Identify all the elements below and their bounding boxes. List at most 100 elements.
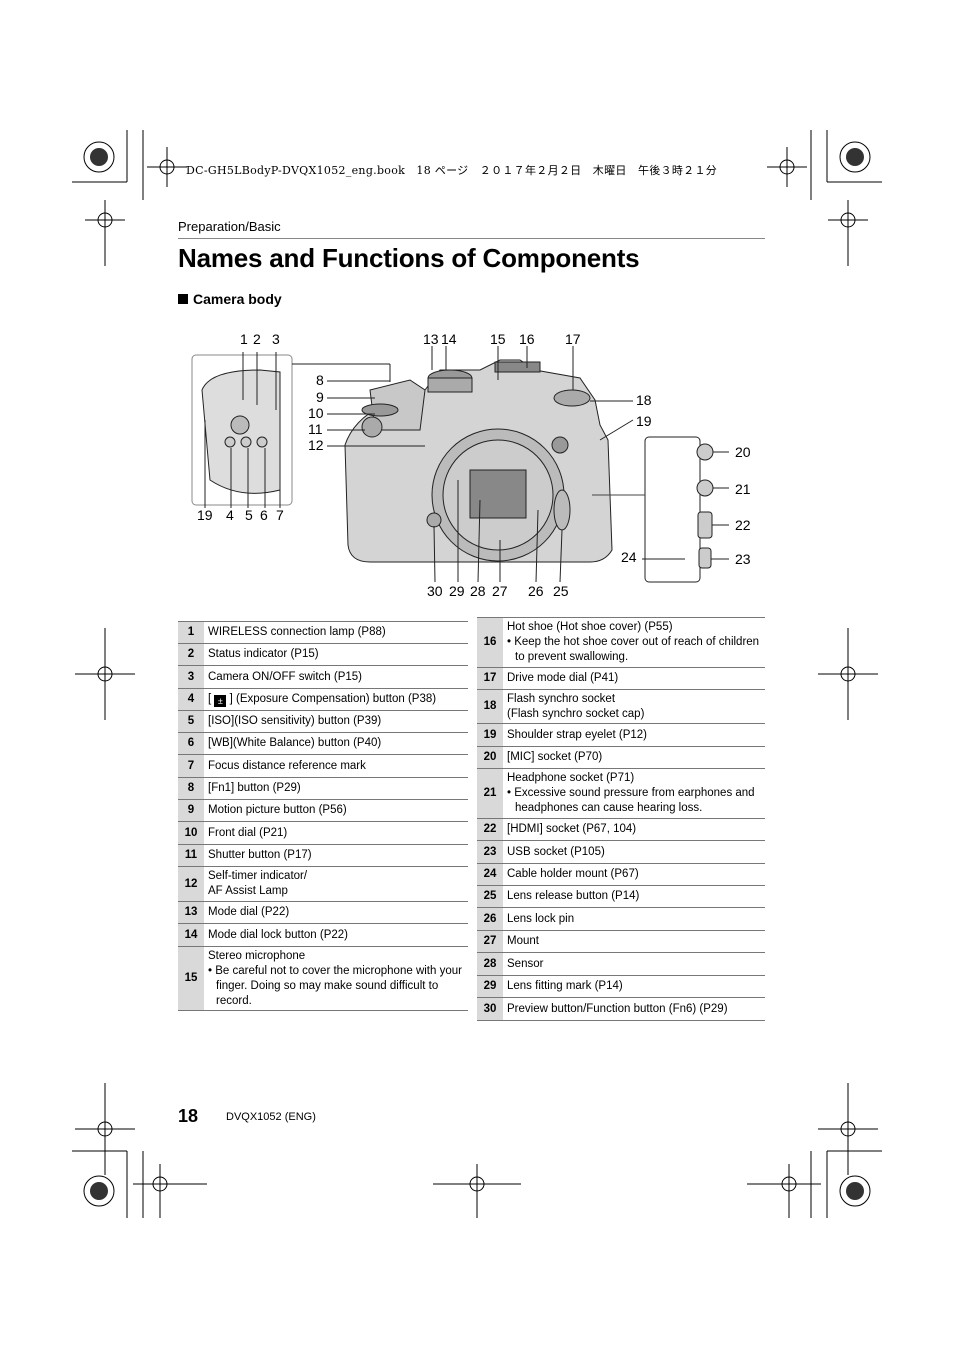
row-description: Cable holder mount (P67) (503, 863, 765, 886)
page-number: 18 (178, 1106, 199, 1126)
table-row: 20[MIC] socket (P70) (477, 746, 765, 769)
row-description: Motion picture button (P56) (204, 799, 468, 822)
row-number: 2 (178, 643, 204, 666)
row-number: 10 (178, 821, 204, 845)
callout-18: 18 (636, 392, 652, 408)
row-description: Shoulder strap eyelet (P12) (503, 723, 765, 747)
row-description: WIRELESS connection lamp (P88) (204, 621, 468, 644)
row-number: 13 (178, 901, 204, 924)
page-title: Names and Functions of Components (178, 243, 640, 273)
section-divider (178, 238, 765, 239)
callout-25: 25 (553, 583, 569, 599)
row-description: [Fn1] button (P29) (204, 777, 468, 800)
row-number: 26 (477, 907, 503, 931)
bracket-open: [ (208, 693, 212, 705)
callout-5: 5 (245, 507, 253, 523)
table-row: 16 Hot shoe (Hot shoe cover) (P55) • Keep … (477, 617, 765, 668)
table-row: 22[HDMI] socket (P67, 104) (477, 818, 765, 841)
row-number: 18 (477, 689, 503, 724)
callout-30: 30 (427, 583, 443, 599)
row-number: 11 (178, 844, 204, 867)
row-number: 6 (178, 732, 204, 755)
row-number: 29 (477, 975, 503, 998)
row-note: • Be careful not to cover the microphone… (208, 964, 462, 1007)
callout-11: 11 (308, 421, 323, 437)
callout-27: 27 (492, 583, 508, 599)
row-number: 27 (477, 930, 503, 953)
row-description: Preview button/Function button (Fn6) (P2… (503, 997, 765, 1021)
row-number: 28 (477, 952, 503, 976)
callout-2: 2 (253, 331, 261, 347)
row-number: 19 (477, 723, 503, 747)
row-number: 5 (178, 710, 204, 733)
table-row: 8[Fn1] button (P29) (178, 777, 468, 800)
row-number: 25 (477, 885, 503, 908)
callout-14: 14 (441, 331, 457, 347)
callout-24: 24 (621, 549, 637, 565)
row-number: 22 (477, 818, 503, 841)
row-note: • Excessive sound pressure from earphone… (507, 787, 755, 814)
row-number: 4 (178, 688, 204, 711)
callout-19-right: 19 (636, 413, 652, 429)
table-row: 21 Headphone socket (P71) • Excessive soun… (477, 768, 765, 819)
callout-3: 3 (272, 331, 280, 347)
callout-23: 23 (735, 551, 751, 567)
row-number: 17 (477, 667, 503, 690)
row-description: Shutter button (P17) (204, 844, 468, 867)
row-description-line2: AF Assist Lamp (208, 885, 288, 897)
row-number: 16 (477, 617, 503, 668)
row-description: Lens lock pin (503, 907, 765, 931)
row-note: • Keep the hot shoe cover out of reach o… (507, 636, 760, 663)
row-description: Sensor (503, 952, 765, 976)
callout-19-left: 19 (197, 507, 213, 523)
row-number: 15 (178, 946, 204, 1011)
callout-1: 1 (240, 331, 248, 347)
row-description: Headphone socket (P71) (507, 772, 635, 784)
parts-table-right: 16 Hot shoe (Hot shoe cover) (P55) • Keep … (477, 617, 765, 1021)
callout-28: 28 (470, 583, 486, 599)
camera-body-diagram (191, 346, 729, 583)
row-number: 8 (178, 777, 204, 800)
row-description: (White Balance) button (P40) (232, 737, 382, 749)
row-description: Drive mode dial (P41) (503, 667, 765, 690)
callout-20: 20 (735, 444, 751, 460)
callout-13: 13 (423, 331, 439, 347)
section-label: Preparation/Basic (178, 219, 281, 234)
row-number: 30 (477, 997, 503, 1021)
callout-4: 4 (226, 507, 234, 523)
model-code: DVQX1052 (ENG) (226, 1111, 316, 1123)
wb-icon: [WB] (208, 737, 233, 749)
row-description: Hot shoe (Hot shoe cover) (P55) (507, 621, 673, 633)
row-description-line2: (Flash synchro socket cap) (507, 707, 645, 720)
subheading-text: Camera body (193, 291, 282, 307)
callout-17: 17 (565, 331, 581, 347)
row-number: 7 (178, 754, 204, 778)
subheading: Camera body (178, 291, 282, 307)
row-number: 21 (477, 768, 503, 819)
table-row: 6 [WB](White Balance) button (P40) (178, 732, 468, 755)
row-description: [HDMI] socket (P67, 104) (503, 818, 765, 841)
callout-9: 9 (316, 389, 324, 405)
row-description: Mode dial (P22) (204, 901, 468, 924)
row-number: 3 (178, 665, 204, 689)
row-description: Lens fitting mark (P14) (503, 975, 765, 998)
